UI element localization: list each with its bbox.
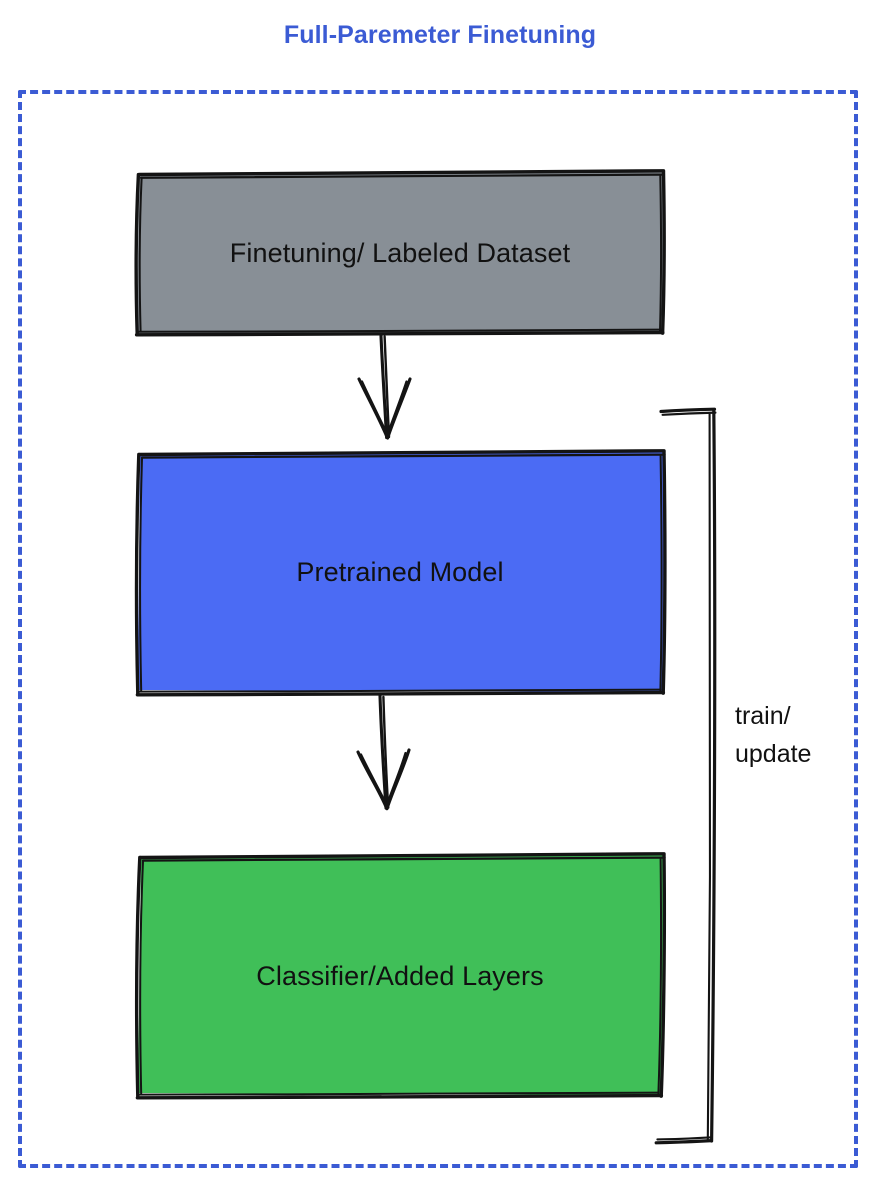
node-dataset-label: Finetuning/ Labeled Dataset [229,237,571,268]
node-pretrained-label: Pretrained Model [296,556,504,587]
node-dataset-shape[interactable] [134,169,666,337]
edge-label-train-update: train/ update [735,702,812,768]
page-title: Full-Paremeter Finetuning [283,21,597,49]
full-parameter-finetuning-group-frame [18,90,858,1168]
edge-train-update-bracket [654,407,717,1145]
arrow-dataset-to-pretrained [357,334,412,440]
node-classifier[interactable]: Classifier/Added Layers [134,852,666,1100]
arrow-pretrained-to-classifier [356,694,411,811]
node-classifier-label: Classifier/Added Layers [256,960,544,991]
node-dataset[interactable]: Finetuning/ Labeled Dataset [134,168,666,338]
node-classifier-shape[interactable] [134,852,667,1100]
node-pretrained-shape[interactable] [134,449,667,697]
node-pretrained[interactable]: Pretrained Model [134,448,666,696]
